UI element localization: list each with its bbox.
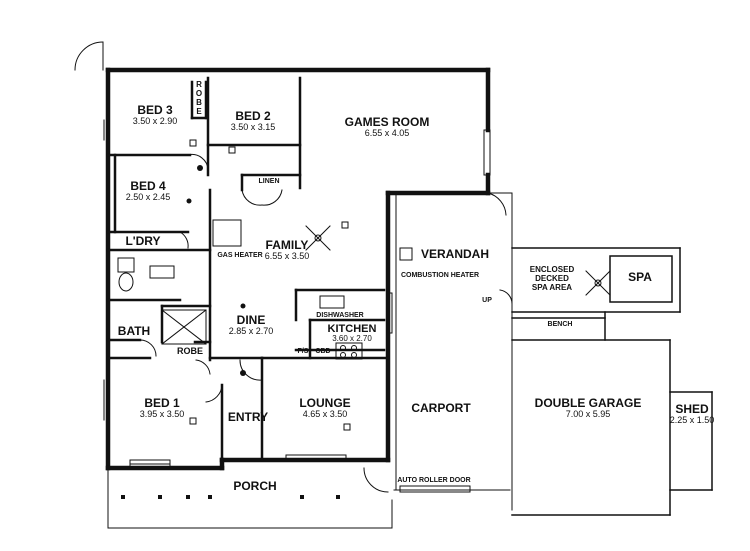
room-shed-name: SHED bbox=[675, 402, 709, 416]
room-spa-area: ENCLOSED DECKED SPA AREA bbox=[530, 265, 574, 292]
cooktop bbox=[335, 342, 363, 360]
room-entry: ENTRY bbox=[227, 410, 269, 424]
room-garage-dims: 7.00 x 5.95 bbox=[565, 409, 611, 420]
roller-door bbox=[399, 485, 471, 493]
room-dine: DINE 2.85 x 2.70 bbox=[228, 313, 274, 337]
auto-roller-door-label: AUTO ROLLER DOOR bbox=[397, 477, 471, 484]
room-bed-3-dims: 3.50 x 2.90 bbox=[132, 116, 178, 127]
room-dine-dims: 2.85 x 2.70 bbox=[228, 326, 274, 337]
room-linen: LINEN bbox=[258, 178, 280, 185]
room-verandah: VERANDAH bbox=[420, 247, 490, 261]
combustion-heater-unit bbox=[399, 247, 413, 261]
cbd-label: CBD bbox=[315, 348, 331, 355]
room-laundry-name: L'DRY bbox=[125, 234, 161, 248]
laundry-tub bbox=[117, 257, 135, 273]
carport-outline bbox=[387, 192, 513, 511]
room-verandah-name: VERANDAH bbox=[420, 247, 490, 261]
room-bed-4-name: BED 4 bbox=[130, 179, 166, 193]
garage-walls bbox=[511, 311, 671, 516]
room-bed-2-dims: 3.50 x 3.15 bbox=[230, 122, 276, 133]
room-games: GAMES ROOM 6.55 x 4.05 bbox=[344, 115, 430, 139]
room-garage-name: DOUBLE GARAGE bbox=[534, 396, 642, 410]
porch-outline bbox=[107, 467, 393, 529]
room-robe-bed1: ROBE bbox=[176, 346, 204, 356]
room-spa-name: SPA bbox=[628, 270, 652, 284]
room-bed-4-dims: 2.50 x 2.45 bbox=[125, 192, 171, 203]
spa-area-line-3: SPA AREA bbox=[531, 283, 573, 292]
room-carport-name: CARPORT bbox=[411, 401, 471, 415]
spa-area-walls bbox=[511, 247, 681, 313]
laundry-cabinet bbox=[149, 265, 175, 279]
room-dine-name: DINE bbox=[236, 313, 266, 327]
toilet bbox=[118, 272, 134, 292]
room-porch-name: PORCH bbox=[233, 479, 277, 493]
kitchen-sink bbox=[319, 295, 345, 309]
room-shed-dims: 2.25 x 1.50 bbox=[669, 415, 715, 426]
room-bath-name: BATH bbox=[117, 324, 151, 338]
room-bed-3-name: BED 3 bbox=[137, 103, 173, 117]
room-laundry: L'DRY bbox=[125, 234, 161, 248]
fs-label: F/S bbox=[297, 348, 309, 355]
room-games-name: GAMES ROOM bbox=[344, 115, 430, 129]
room-kitchen-dims: 3.60 x 2.70 bbox=[332, 334, 372, 344]
combustion-heater-label: COMBUSTION HEATER bbox=[400, 272, 480, 279]
room-entry-name: ENTRY bbox=[227, 410, 269, 424]
room-bath: BATH bbox=[117, 324, 151, 338]
room-garage: DOUBLE GARAGE 7.00 x 5.95 bbox=[534, 396, 642, 420]
gas-heater-unit bbox=[212, 219, 242, 247]
bath-tub bbox=[161, 309, 207, 345]
room-family-dims: 6.55 x 3.50 bbox=[264, 251, 310, 262]
shed-walls bbox=[669, 391, 713, 491]
room-bed-1-name: BED 1 bbox=[144, 396, 180, 410]
fixture-marks bbox=[189, 139, 351, 431]
room-spa: SPA bbox=[628, 270, 652, 284]
gas-heater-label: GAS HEATER bbox=[217, 252, 263, 259]
spa-area-line-2: DECKED bbox=[535, 274, 569, 283]
room-bed-2-name: BED 2 bbox=[235, 109, 271, 123]
window-lines bbox=[103, 119, 491, 469]
bench-label: BENCH bbox=[547, 321, 573, 328]
room-lounge: LOUNGE 4.65 x 3.50 bbox=[299, 396, 351, 420]
room-bed-1-dims: 3.95 x 3.50 bbox=[139, 409, 185, 420]
room-kitchen-name: KITCHEN bbox=[327, 323, 377, 335]
interior-walls bbox=[106, 76, 390, 462]
room-games-dims: 6.55 x 4.05 bbox=[364, 128, 410, 139]
porch-posts bbox=[121, 165, 340, 499]
room-bed-1: BED 1 3.95 x 3.50 bbox=[139, 396, 185, 420]
room-lounge-name: LOUNGE bbox=[299, 396, 351, 410]
up-label: UP bbox=[482, 297, 492, 304]
room-porch: PORCH bbox=[233, 479, 277, 493]
room-kitchen: KITCHEN 3.60 x 2.70 bbox=[328, 323, 377, 344]
room-lounge-dims: 4.65 x 3.50 bbox=[302, 409, 348, 420]
spa-area-line-1: ENCLOSED bbox=[529, 265, 575, 274]
room-bed-3: BED 3 3.50 x 2.90 bbox=[132, 103, 178, 127]
ceiling-fans bbox=[305, 225, 611, 296]
room-family-name: FAMILY bbox=[265, 238, 309, 252]
room-family: FAMILY 6.55 x 3.50 bbox=[264, 238, 310, 262]
dishwasher-label: DISHWASHER bbox=[316, 312, 364, 319]
room-shed: SHED 2.25 x 1.50 bbox=[669, 402, 715, 426]
room-bed-4: BED 4 2.50 x 2.45 bbox=[125, 179, 171, 203]
room-carport: CARPORT bbox=[411, 401, 471, 415]
room-bed-2: BED 2 3.50 x 3.15 bbox=[230, 109, 276, 133]
